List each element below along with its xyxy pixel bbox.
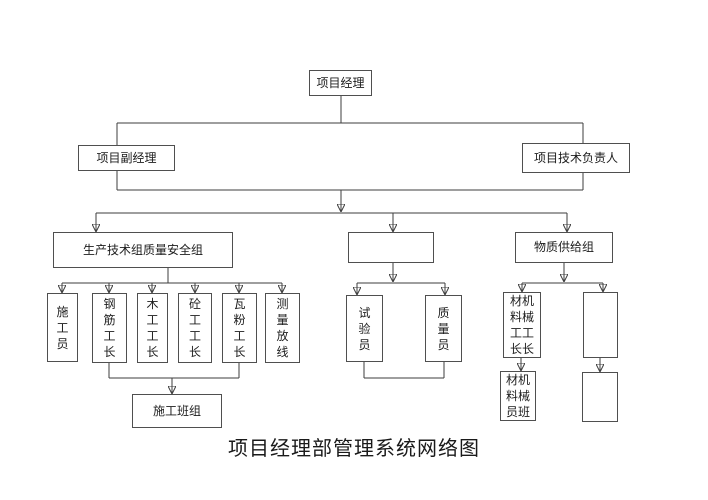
node-material-supply-group: 物质供给组 [515,232,613,263]
node-material-machinery-foreman: 材机 料械 工工 长长 [503,292,541,358]
diagram-title: 项目经理部管理系统网络图 [228,438,480,460]
node-tester: 试 验 员 [346,295,383,362]
node-project-tech-director: 项目技术负责人 [522,143,630,173]
node-production-quality-safety-group: 生产技术组质量安全组 [53,232,233,268]
node-quality-inspector: 质 量 员 [425,295,462,362]
node-carpentry-foreman: 木 工 工 长 [137,293,168,363]
node-plaster-foreman: 瓦 粉 工 长 [222,293,257,363]
node-concrete-foreman: 砼 工 工 长 [178,293,212,363]
node-supply-empty-lower [582,372,618,422]
node-middle-group-empty [348,232,434,263]
node-survey-layout: 测 量 放 线 [265,293,300,363]
node-construction-crew: 施工班组 [132,394,222,428]
node-material-machinery-crew: 材机 料械 员班 [500,371,536,421]
node-project-manager: 项目经理 [309,70,372,96]
node-rebar-foreman: 钢 筋 工 长 [92,293,127,363]
node-construction-worker: 施 工 员 [47,293,78,362]
node-supply-empty-tall [583,292,618,358]
node-deputy-project-manager: 项目副经理 [78,145,175,171]
